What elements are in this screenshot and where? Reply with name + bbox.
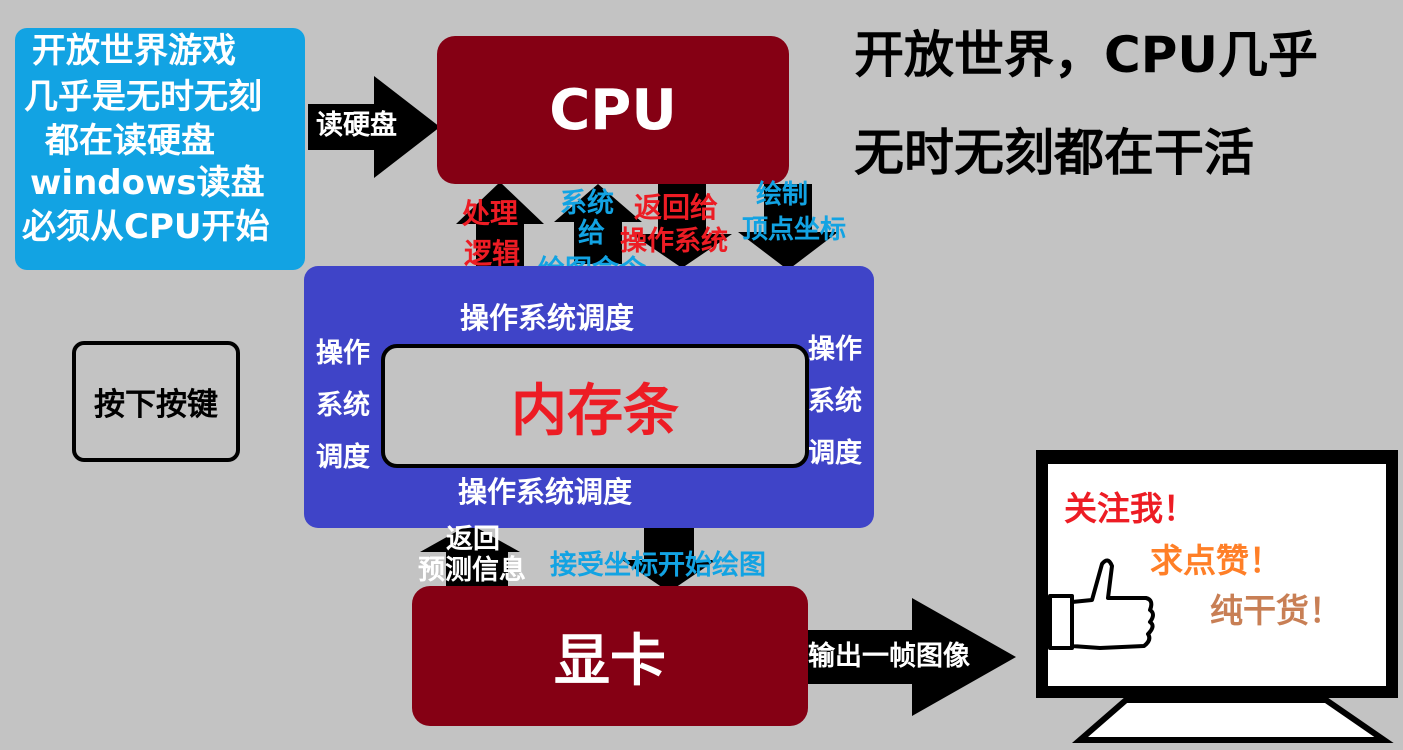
system-give-label-1: 系统 (560, 188, 614, 219)
gpu-box: 显卡 (412, 586, 808, 726)
accept-coords-arrow (622, 528, 716, 592)
note-line-4: windows读盘 (30, 163, 265, 203)
key-press-box: 按下按键 (72, 341, 240, 462)
memory-left-label-2: 系统 (316, 390, 370, 421)
memory-right-label-3: 调度 (808, 438, 862, 469)
cpu-label: CPU (549, 77, 677, 143)
thumbs-up-icon (1048, 558, 1155, 650)
draw-vertex-label-2: 顶点坐标 (742, 215, 847, 245)
read-disk-label: 读硬盘 (316, 110, 397, 141)
gpu-label: 显卡 (554, 628, 666, 694)
memory-left-label-3: 调度 (316, 442, 370, 473)
headline-line-2: 无时无刻都在干活 (854, 124, 1254, 182)
process-logic-label-1: 处理 (462, 197, 519, 230)
like-text: 求点赞！ (1150, 541, 1282, 580)
system-give-arrow (554, 184, 642, 264)
open-world-note-box (15, 28, 305, 270)
note-line-2: 几乎是无时无刻 (24, 77, 262, 117)
return-to-os-label-1: 返回给 (634, 191, 719, 224)
return-to-os-arrow (632, 184, 732, 268)
memory-top-label: 操作系统调度 (460, 301, 635, 335)
note-line-5: 必须从CPU开始 (22, 207, 270, 247)
draw-vertex-label-1: 绘制 (756, 180, 809, 210)
return-predict-label-2: 预测信息 (418, 555, 526, 586)
memory-stick-box: 内存条 (381, 344, 809, 468)
note-line-3: 都在读硬盘 (45, 121, 215, 161)
return-predict-label-1: 返回 (446, 524, 500, 555)
accept-coords-label: 接受坐标开始绘图 (550, 550, 766, 581)
return-predict-arrow (420, 524, 520, 590)
cpu-box: CPU (437, 36, 789, 184)
dry-goods-text: 纯干货！ (1210, 591, 1342, 630)
draw-vertex-arrow (738, 184, 838, 270)
output-frame-label: 输出一帧图像 (808, 641, 970, 672)
output-frame-arrow (806, 598, 1016, 716)
key-press-label: 按下按键 (94, 387, 218, 423)
memory-right-label-2: 系统 (808, 386, 862, 417)
note-line-1: 开放世界游戏 (32, 31, 236, 71)
follow-me-text: 关注我！ (1064, 489, 1196, 528)
memory-bottom-label: 操作系统调度 (458, 475, 633, 509)
read-disk-arrow (308, 76, 440, 178)
return-to-os-label-2: 操作系统 (620, 226, 728, 257)
memory-right-label-1: 操作 (808, 334, 862, 365)
memory-stick-label: 内存条 (511, 378, 679, 444)
headline-line-1: 开放世界，CPU几乎 (854, 26, 1318, 84)
process-logic-arrow (456, 182, 544, 268)
monitor-stand (1071, 697, 1394, 743)
memory-left-label-1: 操作 (316, 338, 370, 369)
process-logic-label-2: 逻辑 (464, 237, 521, 270)
system-give-label-2: 给 (578, 218, 605, 249)
